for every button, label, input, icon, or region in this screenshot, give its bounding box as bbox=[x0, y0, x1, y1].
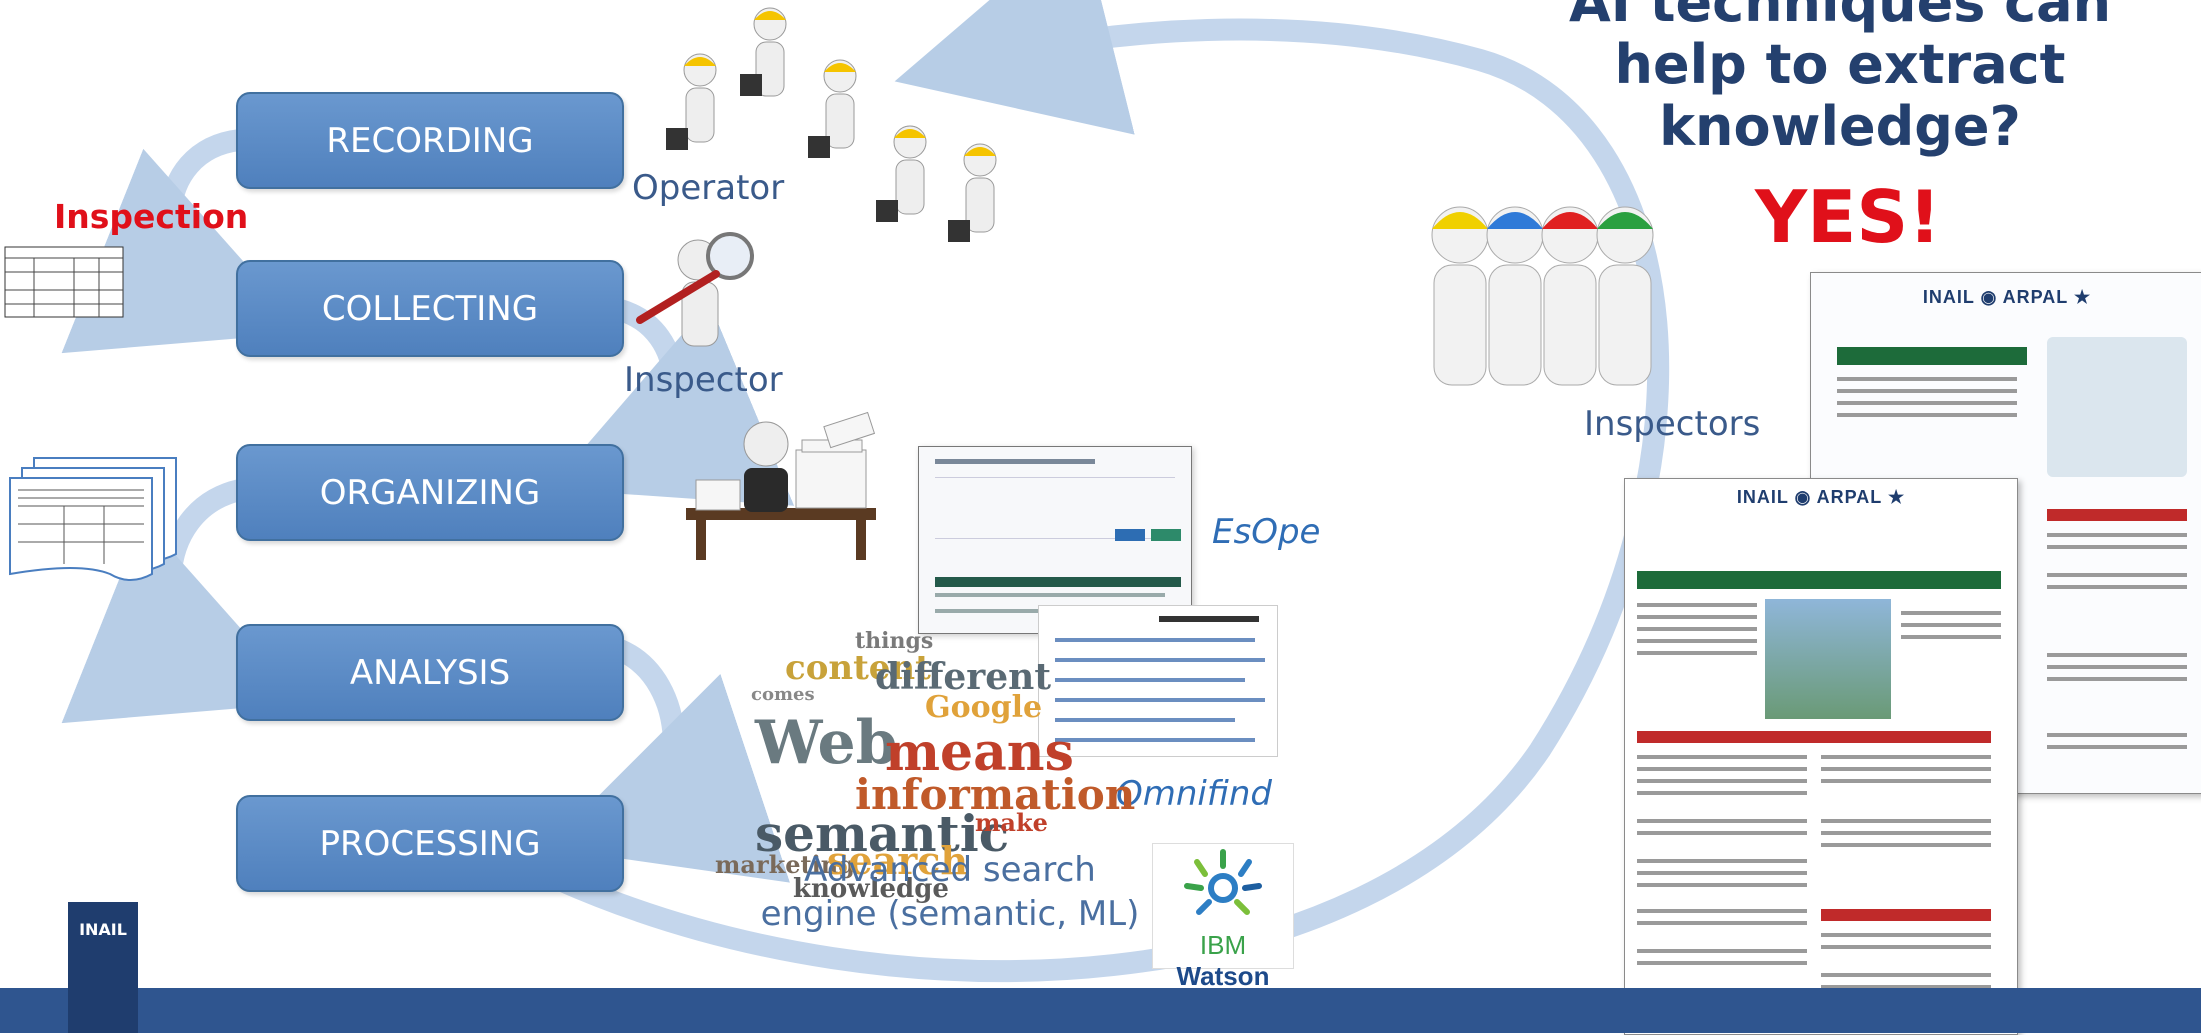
advanced-search-label: Advanced search engine (semantic, ML) bbox=[760, 850, 1140, 934]
watson-text: Watson bbox=[1176, 961, 1270, 991]
stage-label: PROCESSING bbox=[319, 823, 541, 864]
stage-recording: RECORDING bbox=[236, 92, 624, 189]
inspectors-label: Inspectors bbox=[1584, 404, 1761, 444]
headline-answer: YES! bbox=[1755, 175, 1942, 259]
worker-helmet-icon bbox=[666, 7, 997, 242]
watson-ibm-text: IBM bbox=[1199, 930, 1247, 960]
word-cloud-image: things content different comes Google We… bbox=[715, 628, 1136, 904]
stage-processing: PROCESSING bbox=[236, 795, 624, 892]
stage-label: ORGANIZING bbox=[319, 472, 541, 513]
footer-band bbox=[0, 988, 2201, 1033]
operator-figures bbox=[666, 7, 997, 242]
headline-question: AI techniques can help to extract knowle… bbox=[1568, 0, 2112, 158]
omnifind-label: Omnifind bbox=[1116, 774, 1272, 814]
stage-analysis: ANALYSIS bbox=[236, 624, 624, 721]
stage-label: ANALYSIS bbox=[349, 652, 511, 693]
inspector-figure bbox=[636, 232, 754, 347]
stage-label: COLLECTING bbox=[321, 288, 539, 329]
ibm-watson-icon bbox=[1184, 849, 1262, 915]
ibm-watson-logo: IBM Watson bbox=[1152, 843, 1294, 991]
magnifier-icon bbox=[636, 232, 754, 324]
bulletin-page-front: INAIL ◉ ARPAL ★ ​ bbox=[1624, 478, 2018, 1035]
document-stack-icon bbox=[9, 457, 177, 581]
inspection-label: Inspection bbox=[54, 197, 249, 236]
inspection-form-icon bbox=[4, 246, 124, 318]
inail-logo: INAIL bbox=[68, 902, 138, 1033]
worker-helmet-icon bbox=[1431, 206, 1654, 386]
operator-label: Operator bbox=[632, 168, 785, 208]
esope-label: EsOpe bbox=[1212, 512, 1321, 552]
esope-screenshot bbox=[918, 446, 1192, 634]
omnifind-screenshot bbox=[1038, 605, 1278, 757]
paperwork-figure bbox=[686, 411, 876, 560]
inail-logo-text: INAIL bbox=[79, 920, 127, 939]
inspectors-team-figure bbox=[1431, 206, 1654, 386]
stage-collecting: COLLECTING bbox=[236, 260, 624, 357]
stage-label: RECORDING bbox=[326, 120, 534, 161]
stage-organizing: ORGANIZING bbox=[236, 444, 624, 541]
inspector-label: Inspector bbox=[624, 360, 783, 400]
